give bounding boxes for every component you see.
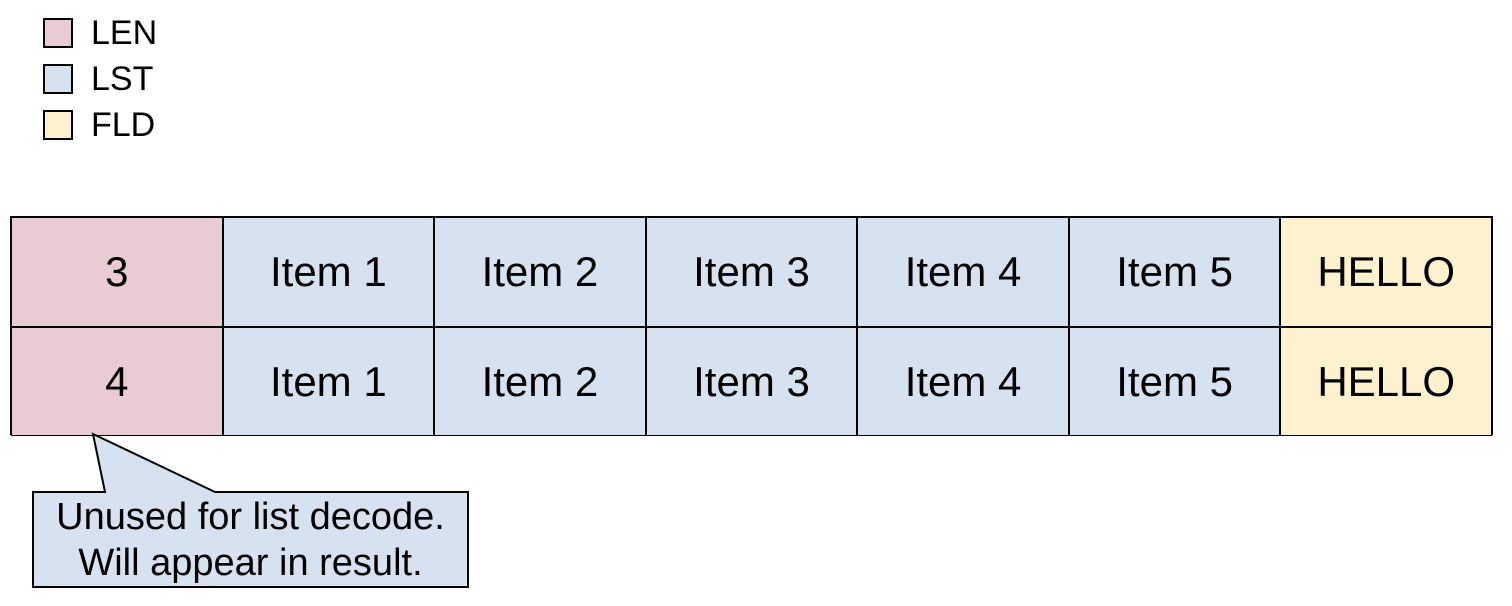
callout-bubble-shape [32,432,469,588]
callout-line-1: Unused for list decode. [56,495,445,538]
legend-item-fld: FLD [43,106,157,144]
len-cell: 3 [11,217,223,327]
lst-color-swatch [43,64,73,94]
list-item-cell: Item 4 [857,217,1069,327]
field-cell: HELLO [1280,327,1492,436]
legend-item-lst: LST [43,60,157,98]
legend-item-len: LEN [43,14,158,52]
legend-label-len: LEN [91,14,158,52]
list-item-cell: Item 2 [434,217,646,327]
list-item-cell: Item 5 [1068,327,1281,436]
list-item-cell: Item 4 [857,327,1069,436]
fld-color-swatch [43,110,73,140]
list-item-cell: Item 3 [645,217,858,327]
legend-label-lst: LST [91,60,154,98]
list-item-cell: Item 1 [222,217,435,327]
len-cell: 4 [11,327,223,436]
byte-layout-table: 3 Item 1 Item 2 Item 3 Item 4 Item 5 HEL… [10,216,1493,436]
field-cell: HELLO [1280,217,1492,327]
legend: LEN LST FLD [43,14,158,144]
list-item-cell: Item 2 [434,327,646,436]
list-item-cell: Item 3 [645,327,858,436]
legend-label-fld: FLD [91,106,156,144]
len-color-swatch [43,18,73,48]
callout-note: Unused for list decode. Will appear in r… [33,492,468,587]
list-item-cell: Item 1 [222,327,435,436]
callout-line-2: Will appear in result. [78,541,423,584]
list-item-cell: Item 5 [1068,217,1281,327]
callout-bubble [32,432,469,588]
